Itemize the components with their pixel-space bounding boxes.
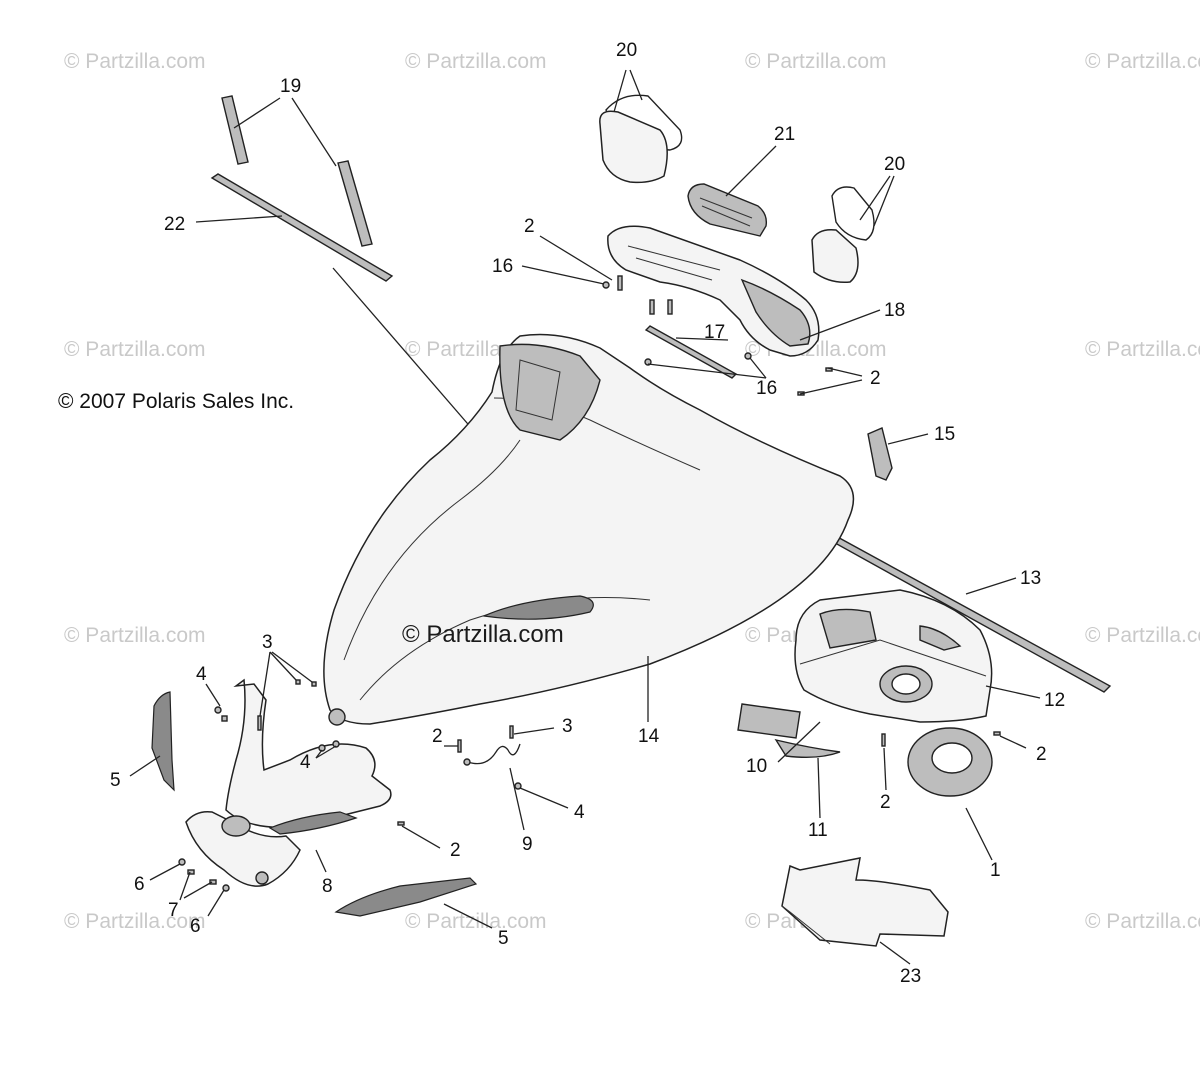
callout-label: 2: [880, 792, 891, 813]
part-12-fuel-tank: [794, 589, 993, 723]
callout-label: 13: [1020, 568, 1041, 589]
callout-label: 21: [774, 124, 795, 145]
callout-label: 2: [450, 840, 461, 861]
part-10-decal: [737, 703, 801, 739]
callout-label: 4: [196, 664, 207, 685]
part-9-wire: [463, 743, 521, 766]
callout-label: 11: [808, 820, 828, 841]
callout-label: 18: [884, 300, 905, 321]
callout-label: 17: [704, 322, 725, 343]
callout-label: 2: [1036, 744, 1047, 765]
watermark: © Partzilla.com: [405, 910, 547, 933]
watermark: © Partzilla.com: [1085, 624, 1200, 647]
part-23-pad: [781, 857, 949, 947]
callout-label: 2: [524, 216, 535, 237]
watermark: © Partzilla.com: [64, 50, 206, 73]
copyright-text: © 2007 Polaris Sales Inc.: [58, 390, 294, 413]
watermark: © Partzilla.com: [64, 910, 206, 933]
part-14-hood: [323, 333, 855, 726]
callout-label: 19: [280, 76, 301, 97]
watermark: © Partzilla.com: [1085, 910, 1200, 933]
callout-label: 15: [934, 424, 955, 445]
part-1-ring: [907, 727, 993, 797]
callout-label: 16: [756, 378, 777, 399]
callout-label: 6: [134, 874, 145, 895]
watermark: © Partzilla.com: [1085, 50, 1200, 73]
callout-label: 20: [884, 154, 905, 175]
part-15-clip: [867, 427, 893, 481]
callout-label: 20: [616, 40, 637, 61]
watermark: © Partzilla.com: [745, 50, 887, 73]
watermark: © Partzilla.com: [64, 338, 206, 361]
part-21-gauge: [687, 183, 768, 237]
callout-labels: 20 21 20 19 22 2 16 18 17 2 16 15 13 12 …: [110, 40, 1065, 987]
callout-label: 8: [322, 876, 333, 897]
callout-label: 6: [190, 916, 201, 937]
callout-label: 16: [492, 256, 513, 277]
callout-label: 2: [432, 726, 443, 747]
callout-label: 5: [498, 928, 509, 949]
callout-label: 23: [900, 966, 921, 987]
watermark: © Partzilla.com: [405, 50, 547, 73]
callout-label: 5: [110, 770, 121, 791]
part-5-grille-bottom: [334, 877, 478, 917]
callout-label: 1: [990, 860, 1001, 881]
part-18-dash-housing: [607, 225, 820, 357]
part-8-nose-cone: [185, 678, 392, 887]
part-20-lens-right: [811, 186, 875, 284]
callout-label: 22: [164, 214, 185, 235]
part-20-lens-top: [599, 94, 683, 184]
callout-label: 10: [746, 756, 767, 777]
watermark: © Partzilla.com: [64, 624, 206, 647]
part-19-trim-strips: [221, 95, 373, 247]
callout-label: 2: [870, 368, 881, 389]
fasteners: [178, 275, 1001, 892]
watermark: © Partzilla.com: [1085, 338, 1200, 361]
part-22-strip: [210, 173, 394, 282]
callout-label: 4: [300, 752, 311, 773]
callout-label: 4: [574, 802, 585, 823]
part-5-grille-left: [151, 691, 175, 792]
callout-label: 3: [262, 632, 273, 653]
callout-label: 14: [638, 726, 660, 747]
callout-label: 12: [1044, 690, 1065, 711]
callout-label: 7: [168, 900, 179, 921]
center-watermark: © Partzilla.com: [402, 621, 564, 648]
leader-lines: [129, 69, 1041, 965]
callout-label: 9: [522, 834, 533, 855]
callout-label: 3: [562, 716, 573, 737]
leader-line: [332, 267, 481, 439]
